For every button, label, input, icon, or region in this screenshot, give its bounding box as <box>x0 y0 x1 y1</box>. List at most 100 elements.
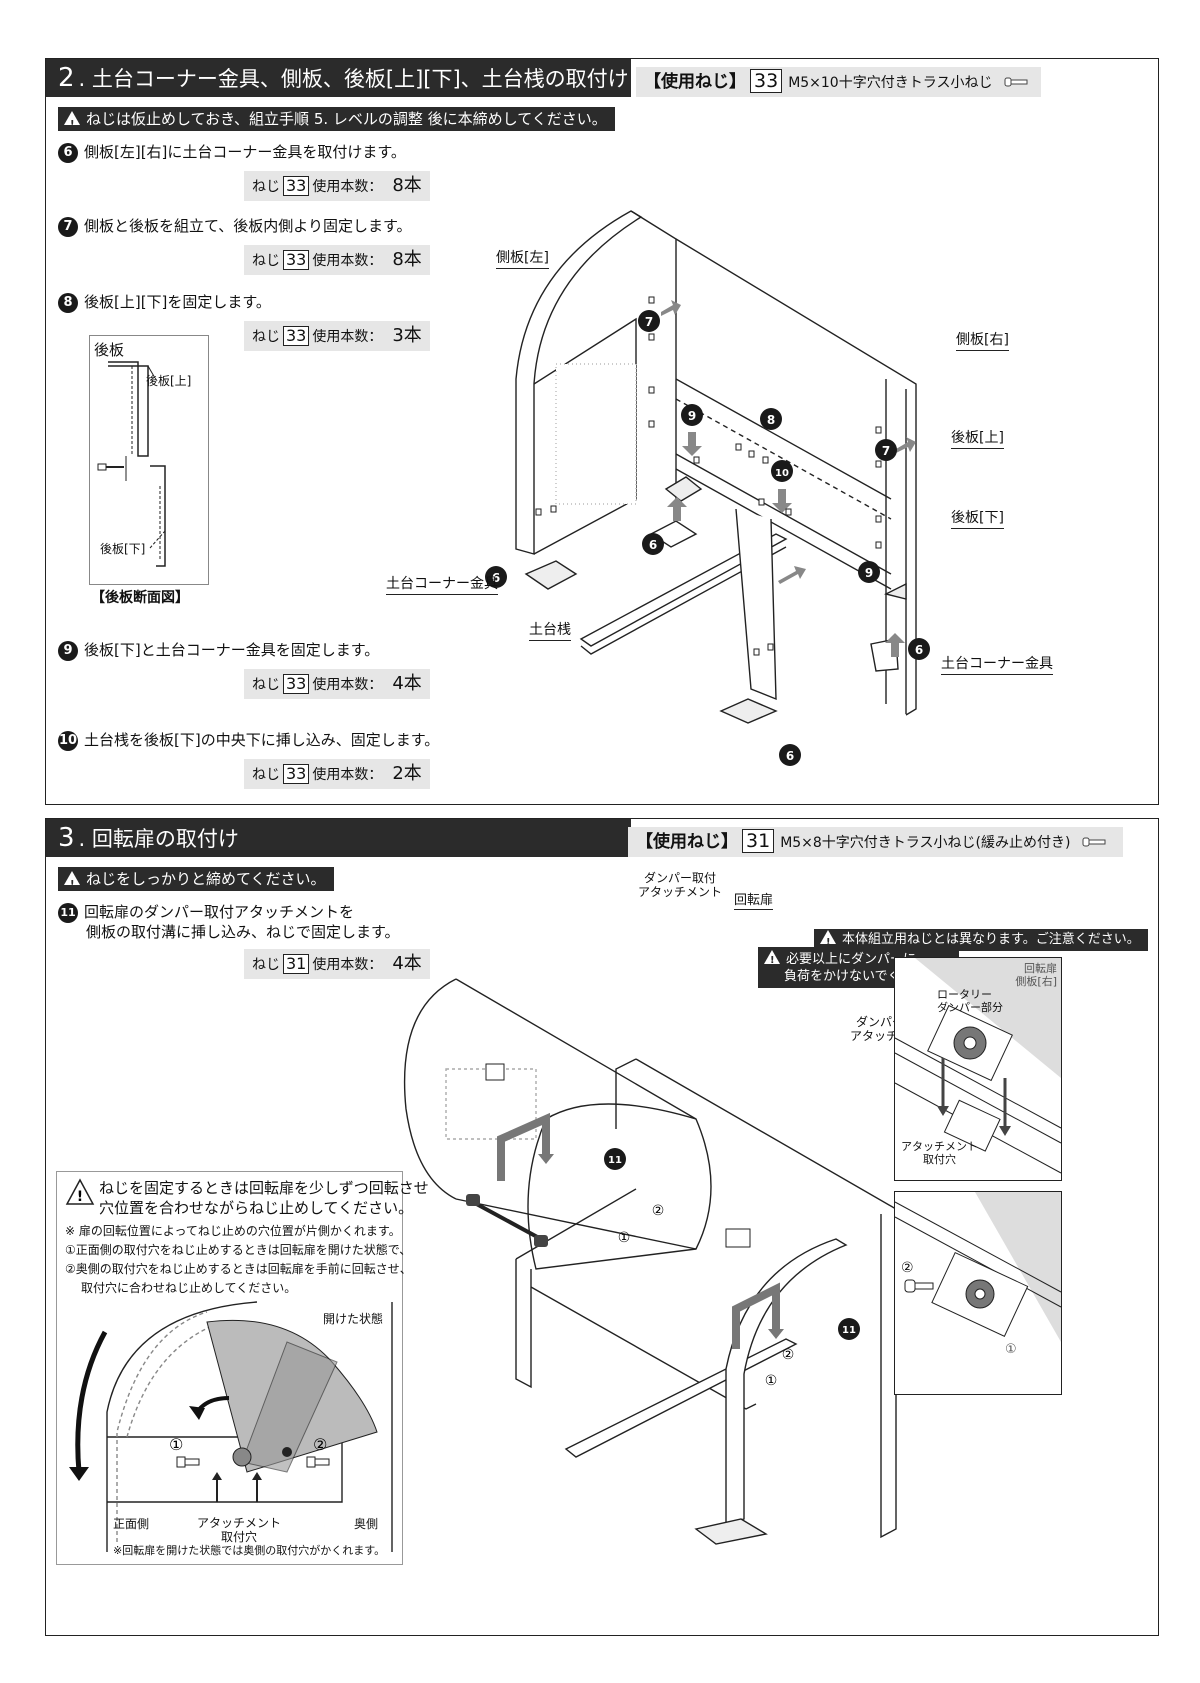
tip-notes: ※ 扉の回転位置によってねじ止めの穴位置が片側かくれます。 ①正面側の取付穴をね… <box>65 1224 412 1295</box>
label-rotary-damper: ロータリーダンパー部分 <box>937 988 1003 1014</box>
svg-text:6: 6 <box>492 571 500 585</box>
step-number: 10 <box>58 730 78 751</box>
section-3-header: 3. 回転扉の取付け <box>46 819 631 857</box>
step-number: 11 <box>58 902 78 923</box>
step-text: 側板と後板を組立て、後板内側より固定します。 <box>84 217 412 235</box>
label-side-left: 側板[左] <box>496 247 549 269</box>
tip-footer: ※回転扉を開けた状態では奥側の取付穴がかくれます。 <box>113 1544 386 1557</box>
step-text: 後板[上][下]を固定します。 <box>84 293 271 311</box>
label-base-rail: 土台桟 <box>529 619 571 641</box>
screw-icon <box>1082 837 1106 847</box>
damper-detail-box: 回転扉側板[右] ロータリーダンパー部分 アタッチメント取付穴 <box>894 957 1062 1181</box>
step-7: 7 側板と後板を組立て、後板内側より固定します。 <box>58 215 411 237</box>
warning-text: ねじをしっかりと締めてください。 <box>86 870 326 888</box>
section-2-warning: ねじは仮止めしておき、組立手順 5. レベルの調整 後に本締めしてください。 <box>58 107 615 137</box>
label-attachment-hole: アタッチメント取付穴 <box>901 1140 978 1166</box>
svg-text:6: 6 <box>649 538 657 552</box>
label-back-side: 奥側 <box>354 1517 379 1531</box>
screw-desc: M5×8十字穴付きトラス小ねじ(緩み止め付き) <box>780 835 1071 851</box>
screw-detail-box: ② ① <box>894 1191 1062 1395</box>
section-2-number: 2 <box>58 63 75 93</box>
label-corner-right: 土台コーナー金具 <box>941 653 1053 675</box>
warning-icon <box>764 950 780 969</box>
label-hole-2: ② <box>901 1260 914 1276</box>
svg-text:②: ② <box>652 1203 665 1219</box>
svg-text:6: 6 <box>915 643 923 657</box>
step-text: 側板[左][右]に土台コーナー金具を取付けます。 <box>84 143 406 161</box>
svg-text:①: ① <box>618 1230 631 1246</box>
label-corner-left: 土台コーナー金具 <box>386 573 498 595</box>
warning-icon <box>820 930 836 954</box>
label-attachment-hole-tip: アタッチメント取付穴 <box>197 1516 282 1544</box>
rotation-diagram: ① ② <box>69 1301 393 1552</box>
cross-section-upper-label: 後板[上] <box>146 374 192 388</box>
svg-text:9: 9 <box>688 409 696 423</box>
cross-section-caption: 【後板断面図】 <box>91 590 189 606</box>
screw-label: 【使用ねじ】 <box>636 832 738 852</box>
section-2-header: 2. 土台コーナー金具、側板、後板[上][下]、土台桟の取付け <box>46 59 631 97</box>
label-hole-1: ① <box>1005 1342 1017 1357</box>
screw-detail-drawing <box>895 1192 1061 1342</box>
screw-number: 31 <box>742 829 775 853</box>
label-door-side-right: 回転扉側板[右] <box>1015 962 1057 988</box>
cross-section-drawing <box>97 361 166 567</box>
svg-text:9: 9 <box>865 566 873 580</box>
screw-icon <box>1004 77 1028 87</box>
section-3-number: 3 <box>58 823 75 853</box>
section-3-warning: ねじをしっかりと締めてください。 <box>58 867 334 897</box>
label-side-right: 側板[右] <box>956 329 1009 351</box>
section-3-screw-info: 【使用ねじ】31 M5×8十字穴付きトラス小ねじ(緩み止め付き) <box>628 827 1123 857</box>
warning-icon <box>64 111 80 137</box>
step-number: 9 <box>58 640 78 661</box>
svg-text:11: 11 <box>842 1325 856 1336</box>
warning-icon <box>64 871 80 897</box>
svg-text:11: 11 <box>608 1155 622 1166</box>
section-2-title: . 土台コーナー金具、側板、後板[上][下]、土台桟の取付け <box>78 67 629 91</box>
svg-text:6: 6 <box>786 749 794 763</box>
screw-label: 【使用ねじ】 <box>644 72 746 92</box>
step-number: 8 <box>58 292 78 313</box>
label-damper-attachment-1: ダンパー取付アタッチメント <box>638 871 723 899</box>
cross-section-box: 後板 後板[上] 後板[下] <box>89 335 209 585</box>
damper-detail-drawing <box>895 958 1061 1174</box>
section-3: 3. 回転扉の取付け 【使用ねじ】31 M5×8十字穴付きトラス小ねじ(緩み止め付… <box>45 818 1159 1636</box>
step-10: 10 土台桟を後板[下]の中央下に挿し込み、固定します。 <box>58 729 439 751</box>
label-open-state: 開けた状態 <box>323 1312 384 1326</box>
step-text: 土台桟を後板[下]の中央下に挿し込み、固定します。 <box>84 731 440 749</box>
step-number: 6 <box>58 142 78 163</box>
svg-text:7: 7 <box>645 315 653 329</box>
svg-text:①: ① <box>169 1435 183 1454</box>
svg-text:!: ! <box>77 1189 83 1205</box>
svg-text:10: 10 <box>775 468 789 479</box>
screw-desc: M5×10十字穴付きトラス小ねじ <box>788 75 993 91</box>
screw-difference-warning: 本体組立用ねじとは異なります。ご注意ください。 <box>814 929 1148 954</box>
svg-text:②: ② <box>313 1435 327 1454</box>
step-9: 9 後板[下]と土台コーナー金具を固定します。 <box>58 639 379 661</box>
label-back-lower: 後板[下] <box>951 507 1004 529</box>
cross-section-title: 後板 <box>94 341 125 359</box>
svg-text:②: ② <box>782 1347 795 1363</box>
step-8: 8 後板[上][下]を固定します。 <box>58 291 271 313</box>
screw-number: 33 <box>750 69 783 93</box>
cross-section-lower-label: 後板[下] <box>100 542 146 556</box>
svg-text:7: 7 <box>882 444 890 458</box>
step-text-2: 側板の取付溝に挿し込み、ねじで固定します。 <box>86 923 400 941</box>
svg-text:8: 8 <box>767 413 775 427</box>
tip-heading: ねじを固定するときは回転扉を少しずつ回転させ穴位置を合わせながらねじ止めしてくだ… <box>99 1179 429 1217</box>
section-2: 2. 土台コーナー金具、側板、後板[上][下]、土台桟の取付け 【使用ねじ】33… <box>45 58 1159 805</box>
label-front-side: 正面側 <box>113 1517 150 1531</box>
svg-text:①: ① <box>765 1373 778 1389</box>
step-number: 7 <box>58 216 78 237</box>
warning-text: ねじは仮止めしておき、組立手順 5. レベルの調整 後に本締めしてください。 <box>86 110 607 128</box>
step-text: 後板[下]と土台コーナー金具を固定します。 <box>84 641 380 659</box>
label-rotary-door: 回転扉 <box>734 889 774 910</box>
tip-box: ! ねじを固定するときは回転扉を少しずつ回転させ穴位置を合わせながらねじ止めして… <box>56 1171 429 1565</box>
label-back-upper: 後板[上] <box>951 427 1004 449</box>
